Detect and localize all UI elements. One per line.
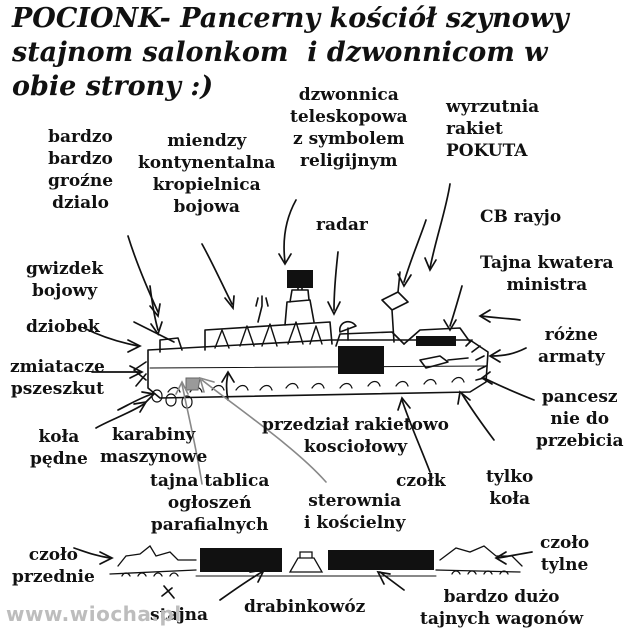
bell-tower-symbol xyxy=(287,270,313,288)
label-dzwonnica: dzwonnica teleskopowa z symbolem religij… xyxy=(290,85,408,171)
label-zmiatacze: zmiatacze pszeszkut xyxy=(10,357,105,399)
label-wyrzutnia: wyrzutnia rakiet POKUTA xyxy=(446,97,540,161)
label-drabinkowoz: drabinkowóz xyxy=(244,597,366,617)
label-przedzial: przedział rakietowo kosciołowy xyxy=(262,415,449,457)
label-tablica: tajna tablica ogłoszeń parafialnych xyxy=(150,471,270,535)
label-karabiny: karabiny maszynowe xyxy=(100,425,208,467)
label-armaty: różne armaty xyxy=(538,325,605,367)
label-czolo-tylne: czoło tylne xyxy=(540,533,590,575)
secret-wagon-rear xyxy=(328,550,434,570)
label-kwatera: Tajna kwatera ministra xyxy=(480,253,614,295)
label-gwizdek: gwizdek bojowy xyxy=(26,259,104,301)
label-wagony: bardzo dużo tajnych wagonów xyxy=(420,587,584,629)
missile-launcher-block xyxy=(416,336,456,346)
label-czolo-przednie: czoło przednie xyxy=(12,545,95,587)
label-pancesz: pancesz nie do przebicia xyxy=(536,387,624,451)
secret-wagon-front xyxy=(200,548,282,572)
label-tylko-kola: tylko koła xyxy=(486,467,534,509)
label-czolk: czołk xyxy=(396,471,446,491)
label-kropielnica: miendzy kontynentalna kropielnica bojowa xyxy=(138,131,276,217)
label-cb: CB rayjo xyxy=(480,207,562,227)
watermark: www.wiocha.pl xyxy=(6,602,182,626)
secret-quarters-block xyxy=(338,346,384,374)
label-radar: radar xyxy=(316,215,368,235)
page-title: POCIONK- Pancerny kościół szynowy stajno… xyxy=(12,3,569,102)
label-sterownia: sterownia i kościelny xyxy=(304,491,406,533)
label-kola-pedne: koła pędne xyxy=(30,427,88,469)
label-dzialo: bardzo bardzo groźne dzialo xyxy=(48,127,114,213)
label-dziobek: dziobek xyxy=(26,317,100,337)
label-stajna: stajna xyxy=(150,605,208,625)
